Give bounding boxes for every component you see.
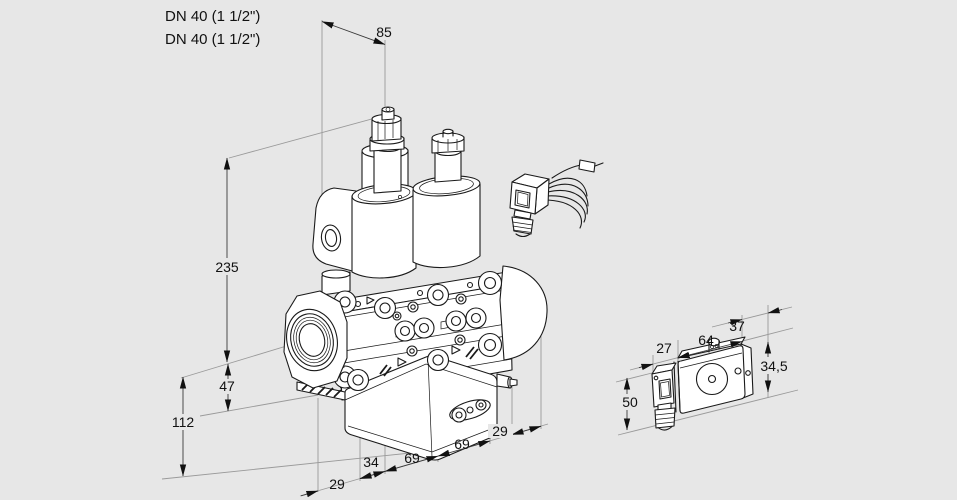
right-solenoid	[412, 128, 481, 269]
plug-body	[509, 173, 550, 215]
mid-bolts	[394, 307, 487, 342]
dim-29-right: 29	[492, 423, 508, 439]
dim-50: 50	[622, 394, 638, 410]
dim-27: 27	[656, 340, 672, 356]
valve-assembly-drawing	[283, 106, 548, 461]
dim-37: 37	[729, 318, 745, 334]
dim-34: 34	[363, 454, 379, 470]
right-flange	[499, 265, 548, 361]
left-adjustment-cap	[369, 106, 405, 194]
dim-112: 112	[172, 414, 195, 430]
dim-69-right: 69	[454, 436, 470, 452]
dim-85: 85	[376, 24, 392, 40]
dim-47: 47	[219, 378, 235, 394]
left-solenoid	[351, 106, 417, 279]
cable-gland	[511, 209, 534, 238]
cable-connector-detail	[509, 159, 604, 238]
dim-69-left: 69	[404, 450, 420, 466]
dimension-labels: DN 40 (1 1/2") DN 40 (1 1/2") 85 235 47 …	[165, 8, 792, 492]
switch-connector	[651, 362, 677, 408]
vent-nipple	[496, 373, 518, 389]
dim-29-front: 29	[329, 476, 345, 492]
small-screws	[392, 293, 467, 357]
mounting-bracket	[312, 187, 357, 273]
right-adjustment-cap	[431, 128, 465, 183]
switch-gland	[654, 402, 676, 431]
left-flange	[283, 290, 348, 389]
dim-64: 64	[698, 332, 714, 348]
dim-235: 235	[215, 259, 239, 275]
dim-34-5: 34,5	[760, 358, 787, 374]
dimension-lines	[179, 21, 783, 498]
dn-label-2: DN 40 (1 1/2")	[165, 31, 260, 48]
switch-seam	[673, 360, 681, 413]
dn-label-1: DN 40 (1 1/2")	[165, 8, 260, 25]
